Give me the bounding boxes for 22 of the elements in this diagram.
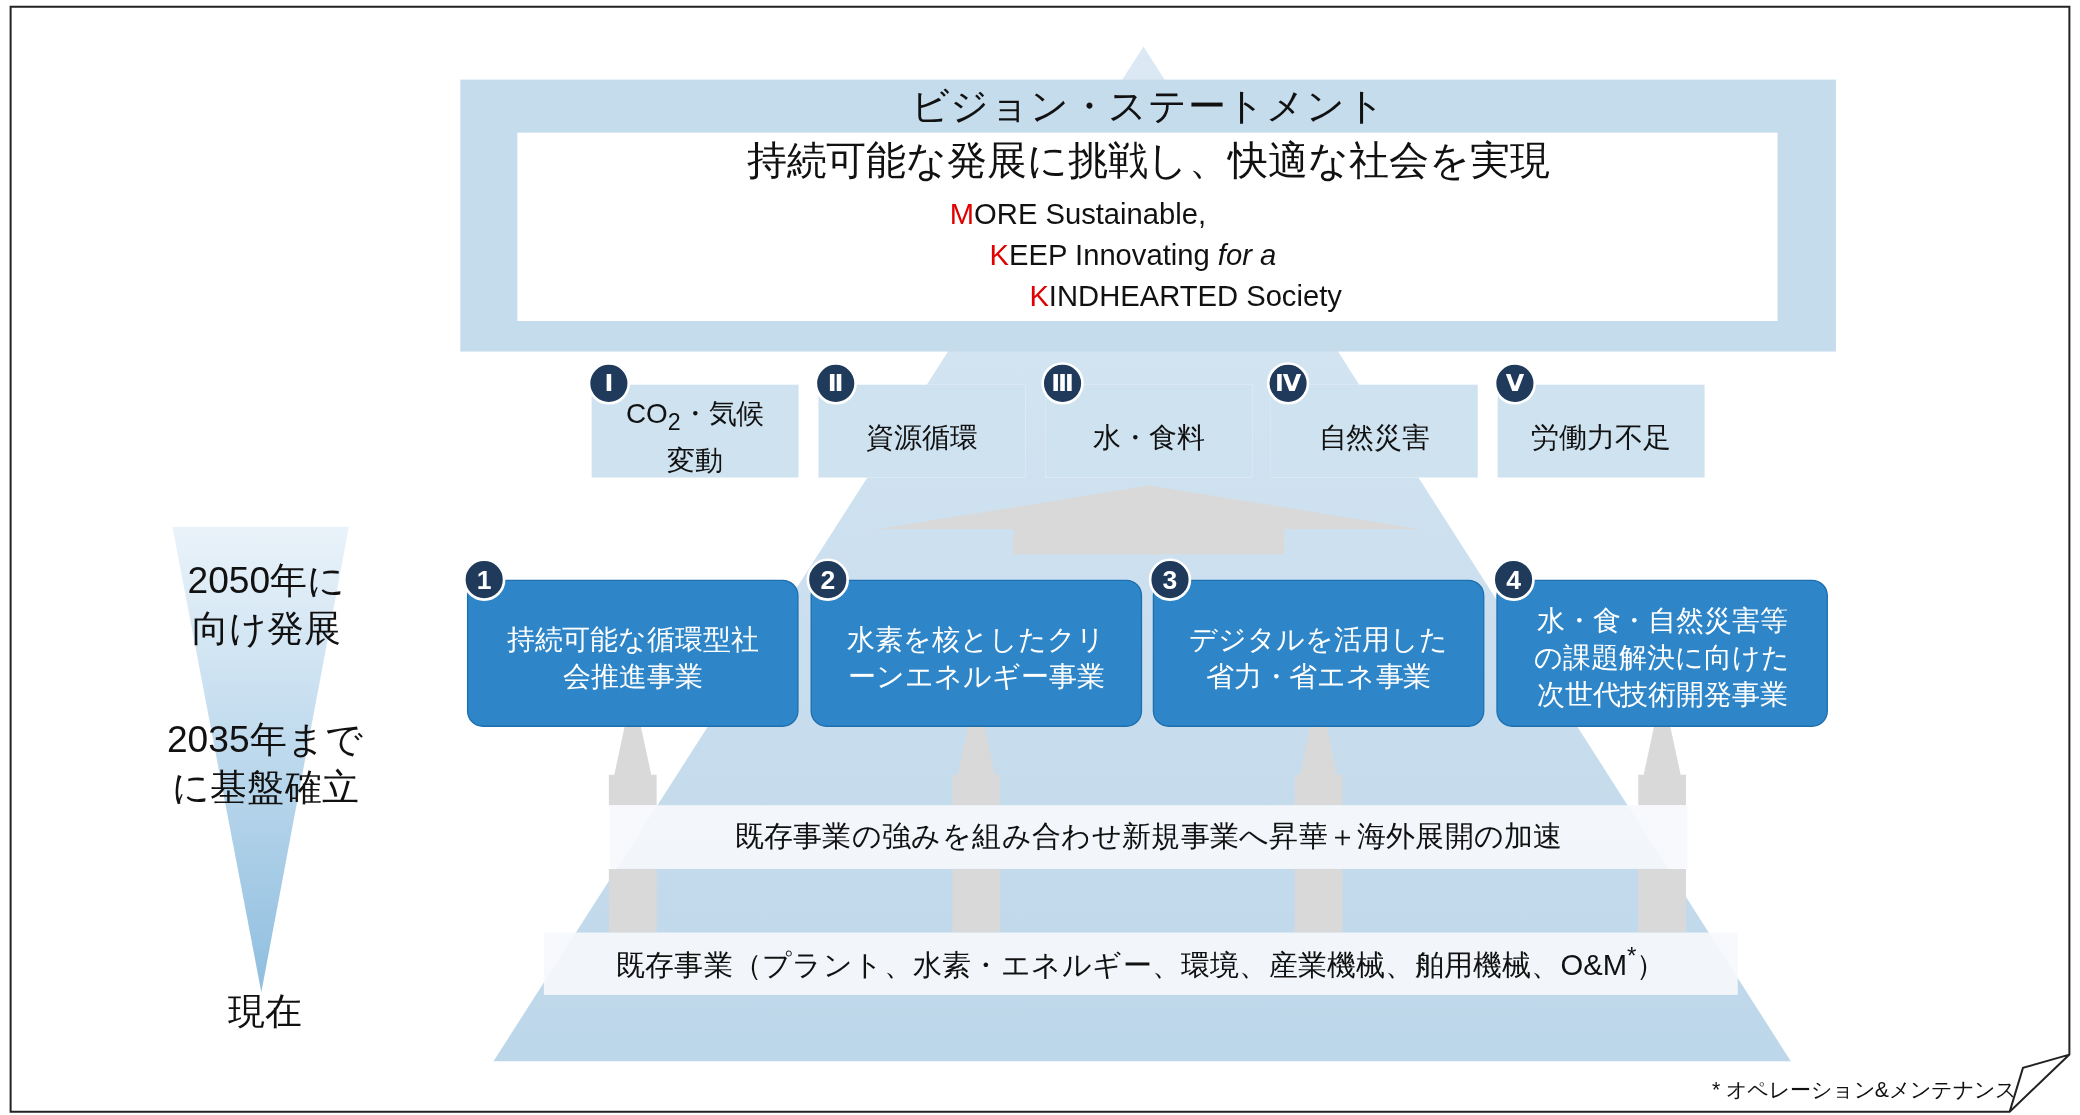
title-text: ビジョン・ステートメント	[909, 83, 1387, 130]
band	[543, 932, 1738, 995]
band	[610, 805, 1688, 869]
band-text: 既存事業（プラント、水素・エネルギー、環境、産業機械、舶用機械、O&M$^{*}$）	[616, 941, 1666, 984]
tagline-text: MORE Sustainable,	[949, 197, 1207, 233]
business-text: 水・食・自然災害等の課題解決に向けた次世代技術開発事業	[1533, 603, 1792, 712]
band-text: 既存事業の強みを組み合わせ新規事業へ昇華＋海外展開の加速	[734, 818, 1563, 855]
issue-text: 労働力不足	[1531, 420, 1671, 454]
issue-text: 資源循環	[866, 420, 978, 454]
connector-shaft	[1638, 868, 1687, 933]
business-text: デジタルを活用した省力・省エネ事業	[1187, 621, 1450, 693]
connector-shaft	[608, 868, 657, 933]
heading-text: 持続可能な発展に挑戦し、快適な社会を実現	[745, 136, 1551, 184]
business-text: 水素を核としたクリーンエネルギー事業	[846, 621, 1107, 693]
tagline-text: KINDHEARTED Society	[1029, 279, 1342, 315]
issue-text: 水・食料	[1093, 420, 1205, 454]
tagline-text: KEEP Innovating for a	[989, 238, 1277, 274]
connector-shaft	[952, 868, 1001, 933]
issue-text: 自然災害	[1318, 420, 1430, 454]
business-text: 持続可能な循環型社会推進事業	[505, 621, 760, 693]
vision-panel	[460, 79, 1836, 352]
connector-shaft	[1294, 868, 1343, 933]
